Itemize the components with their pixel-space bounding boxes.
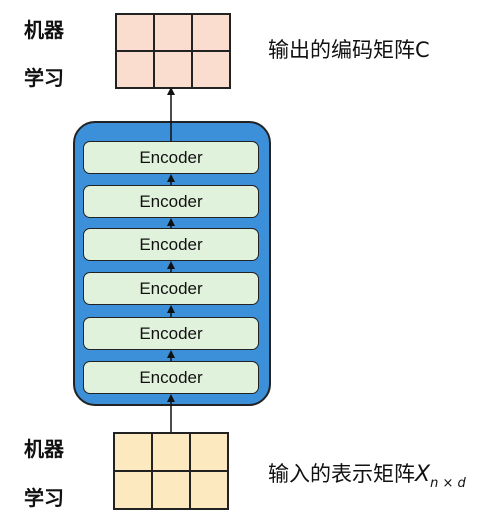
output-matrix — [115, 13, 231, 89]
input-word-2: 学习 — [24, 486, 64, 510]
matrix-cell — [114, 471, 152, 509]
matrix-cell — [154, 14, 192, 51]
output-caption: 输出的编码矩阵C — [268, 38, 430, 62]
input-caption: 输入的表示矩阵Xn × d — [268, 461, 466, 497]
encoder-block-1: Encoder — [83, 361, 259, 394]
input-word-1: 机器 — [24, 437, 64, 461]
matrix-cell — [114, 433, 152, 471]
matrix-cell — [190, 433, 228, 471]
input-matrix — [113, 432, 229, 510]
matrix-cell — [192, 14, 230, 51]
encoder-block-2: Encoder — [83, 317, 259, 350]
encoder-block-3: Encoder — [83, 272, 259, 305]
matrix-cell — [190, 471, 228, 509]
input-caption-symbol: X — [415, 462, 431, 487]
matrix-cell — [152, 471, 190, 509]
input-caption-text: 输入的表示矩阵 — [268, 462, 415, 486]
encoder-block-6: Encoder — [83, 141, 259, 174]
matrix-cell — [152, 433, 190, 471]
input-caption-subscript: n × d — [430, 476, 466, 491]
encoder-block-4: Encoder — [83, 228, 259, 261]
matrix-cell — [192, 51, 230, 88]
output-word-1: 机器 — [24, 18, 64, 42]
matrix-cell — [116, 51, 154, 88]
output-word-2: 学习 — [24, 66, 64, 90]
encoder-block-5: Encoder — [83, 185, 259, 218]
matrix-cell — [116, 14, 154, 51]
